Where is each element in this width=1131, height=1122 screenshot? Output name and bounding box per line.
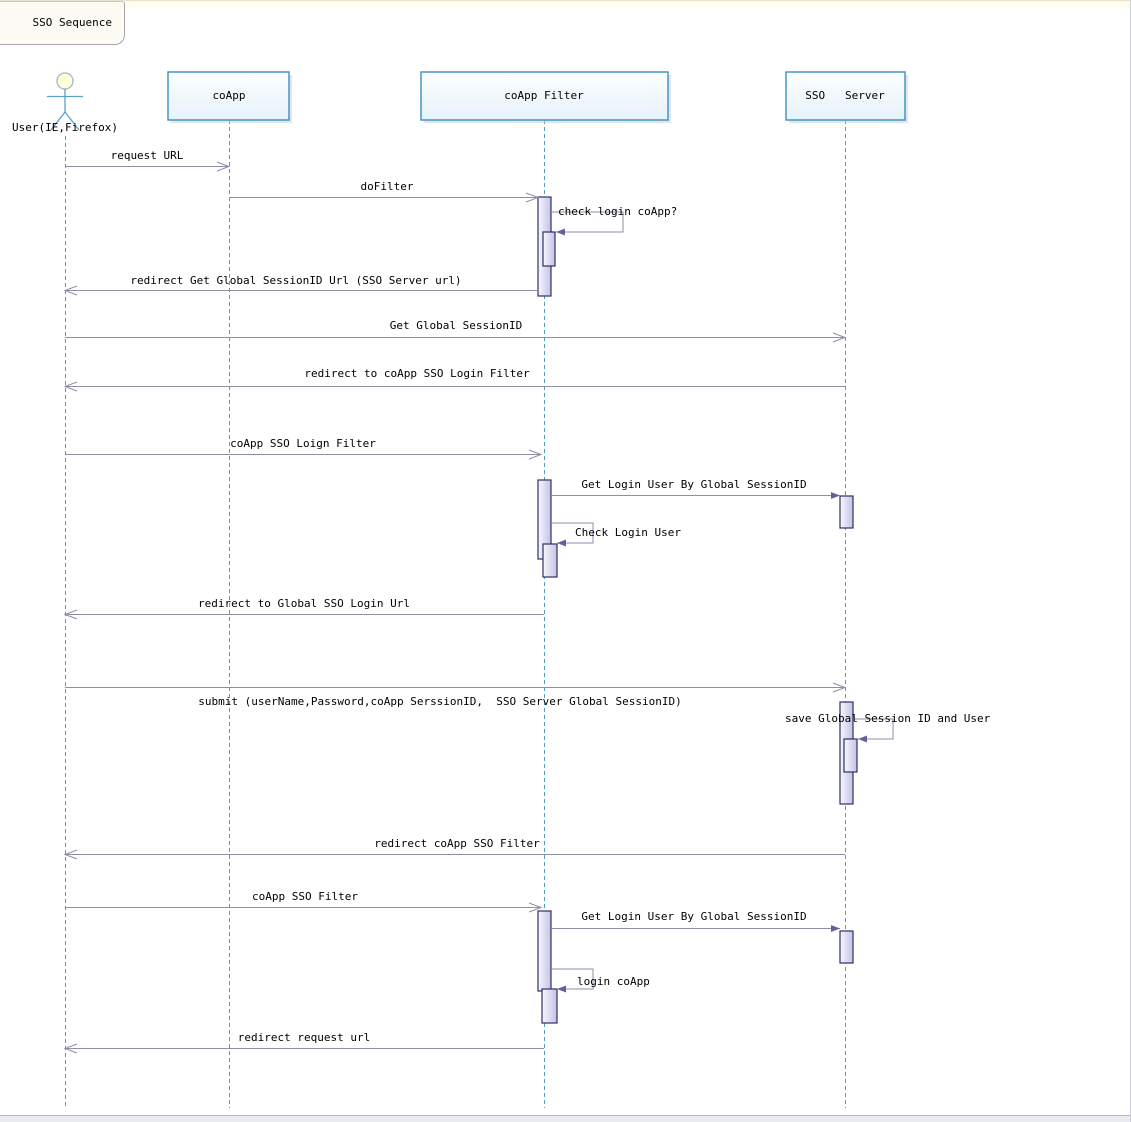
arrowhead-filled-icon <box>557 539 566 547</box>
arrowhead-filled-icon <box>831 925 840 932</box>
arrowhead-open-icon <box>832 682 847 693</box>
diagram-tab[interactable]: SSO Sequence <box>0 1 125 45</box>
actor-leg-left <box>50 111 66 131</box>
canvas-top-strip <box>0 1 1130 8</box>
diagram-tab-title: SSO Sequence <box>32 16 112 29</box>
self-message-line <box>551 968 594 990</box>
arrowhead-open-icon <box>63 381 78 392</box>
actor-head <box>56 72 74 90</box>
arrowhead-open-icon <box>63 609 78 620</box>
arrowhead-filled-icon <box>557 985 566 993</box>
activation-bar <box>839 930 854 964</box>
activation-bar <box>843 738 858 773</box>
participant-box-coapp[interactable] <box>167 71 290 121</box>
arrowhead-filled-icon <box>831 492 840 499</box>
canvas-bottom-strip <box>0 1115 1130 1122</box>
activation-bar <box>537 910 552 992</box>
activation-bar <box>839 495 854 529</box>
arrowhead-open-icon <box>63 849 78 860</box>
arrowhead-open-icon <box>525 192 540 203</box>
arrowhead-open-icon <box>63 1043 78 1054</box>
arrowhead-open-icon <box>63 285 78 296</box>
participant-box-filter[interactable] <box>420 71 669 121</box>
arrowhead-open-icon <box>528 902 543 913</box>
self-message-line <box>853 718 894 740</box>
arrowhead-filled-icon <box>556 228 565 236</box>
arrowhead-open-icon <box>832 332 847 343</box>
self-message-line <box>551 522 594 544</box>
activation-bar <box>541 988 558 1024</box>
arrowhead-open-icon <box>216 161 231 172</box>
arrowhead-filled-icon <box>858 735 867 743</box>
actor-figure[interactable] <box>47 72 83 131</box>
arrowhead-open-icon <box>528 449 543 460</box>
participant-box-sso[interactable] <box>785 71 906 121</box>
activation-bar <box>542 543 558 578</box>
actor-leg-right <box>64 111 80 131</box>
activation-bar <box>542 231 556 267</box>
self-message-line <box>551 211 624 233</box>
